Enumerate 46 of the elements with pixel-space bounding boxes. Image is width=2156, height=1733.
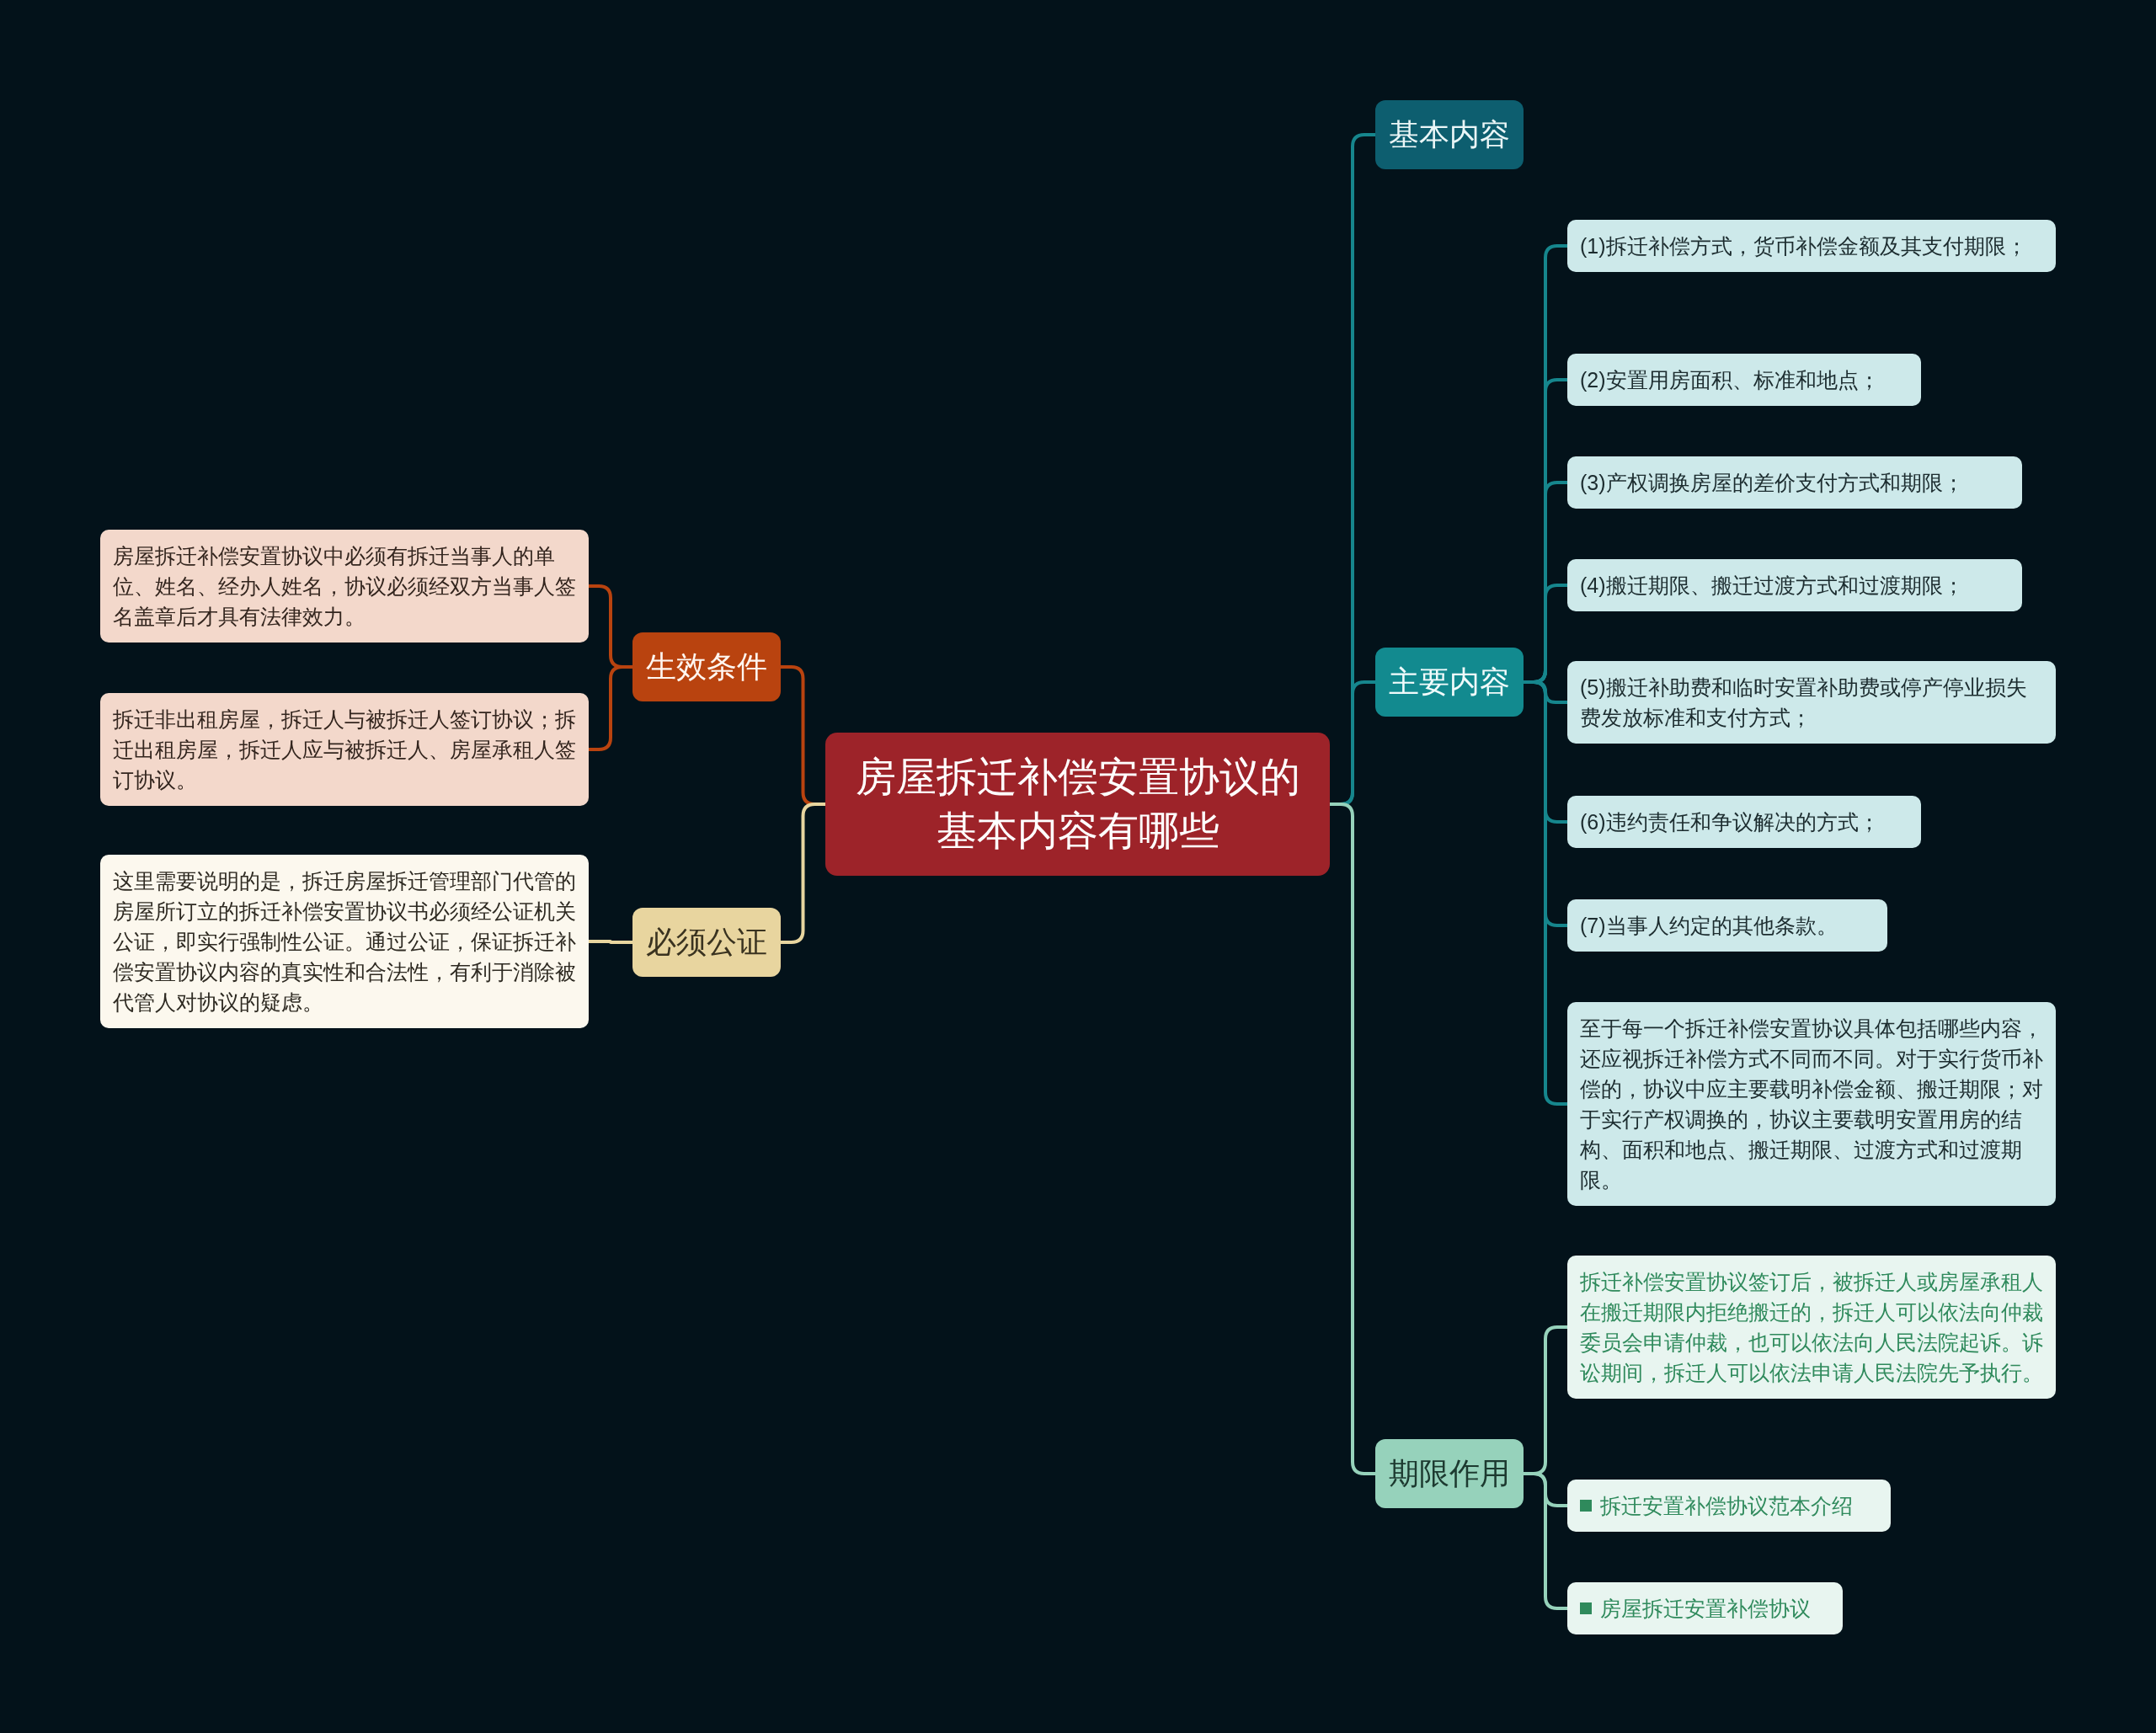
branch-label: 主要内容: [1389, 664, 1510, 701]
note-text: (2)安置用房面积、标准和地点；: [1580, 367, 1880, 393]
branch-topic-box: [632, 632, 781, 701]
note-card: [1567, 456, 2022, 509]
branch-topic-box: [1375, 1439, 1524, 1508]
note-card: [1567, 661, 2056, 744]
note-text: (5)搬迁补助费和临时安置补助费或停产停业损失费发放标准和支付方式；: [1580, 675, 2028, 731]
note-text: 房屋拆迁安置补偿协议: [1600, 1596, 1811, 1622]
note-card: [1567, 220, 2056, 272]
note-text: 房屋拆迁补偿安置协议中必须有拆迁当事人的单位、姓名、经办人姓名，协议必须经双方当事人签名盖章后才具有法律效力。: [113, 543, 576, 630]
note-card: [1567, 1256, 2056, 1399]
note-text: (7)当事人约定的其他条款。: [1580, 913, 1838, 939]
connector-line: [589, 665, 632, 751]
note-text: 拆迁安置补偿协议范本介绍: [1600, 1493, 1853, 1519]
note-card: [100, 693, 589, 806]
note-text: 拆迁非出租房屋，拆迁人与被拆迁人签订协议；拆迁出租房屋，拆迁人应与被拆迁人、房屋承租人签订协议。: [113, 707, 576, 793]
note-text: 拆迁补偿安置协议签订后，被拆迁人或房屋承租人在搬迁期限内拒绝搬迁的，拆迁人可以依法向仲裁委员会申请仲裁，也可以依法向人民法院起诉。诉讼期间，拆迁人可以依法申请人民法院先予执行。: [1580, 1269, 2043, 1386]
note-card: [100, 855, 589, 1028]
branch-topic-box: [1375, 100, 1524, 169]
connector-line: [589, 940, 632, 944]
note-card: [1567, 1002, 2056, 1206]
note-card: [1567, 559, 2022, 611]
central-topic-box: [825, 733, 1330, 876]
note-text: (6)违约责任和争议解决的方式；: [1580, 809, 1880, 835]
branch-label: 生效条件: [646, 648, 767, 685]
note-text: 这里需要说明的是，拆迁房屋拆迁管理部门代管的房屋所订立的拆迁补偿安置协议书必须经公证机关公证，即实行强制性公证。通过公证，保证拆迁补偿安置协议内容的真实性和合法性，有利于消除被代管人对协议的疑虑。: [113, 868, 576, 1016]
branch-topic-box: [632, 908, 781, 977]
note-card: [1567, 1480, 1891, 1532]
branch-label: 必须公证: [646, 924, 767, 961]
connector-line: [781, 803, 825, 944]
connector-line: [1524, 1472, 1567, 1610]
branch-label: 期限作用: [1389, 1455, 1510, 1492]
note-card: [1567, 796, 1921, 848]
branch-label: 基本内容: [1389, 116, 1510, 153]
note-text: 至于每一个拆迁补偿安置协议具体包括哪些内容，还应视拆迁补偿方式不同而不同。对于实行货币补偿的，协议中应主要载明补偿金额、搬迁期限；对于实行产权调换的，协议主要载明安置用房的结构、面积和地点、搬迁期限、过渡方式和过渡期限。: [1580, 1016, 2043, 1193]
connector-line: [1330, 803, 1375, 1475]
note-card: [1567, 354, 1921, 406]
topic-title: 房屋拆迁补偿安置协议的基本内容有哪些: [854, 754, 1301, 855]
note-card: [100, 530, 589, 643]
note-text: (4)搬迁期限、搬迁过渡方式和过渡期限；: [1580, 573, 1964, 599]
note-text: (3)产权调换房屋的差价支付方式和期限；: [1580, 470, 1964, 496]
note-card: [1567, 1582, 1843, 1634]
branch-topic-box: [1375, 648, 1524, 717]
connector-line: [1524, 680, 1567, 1106]
note-card: [1567, 899, 1887, 952]
note-text: (1)拆迁补偿方式，货币补偿金额及其支付期限；: [1580, 233, 2027, 259]
